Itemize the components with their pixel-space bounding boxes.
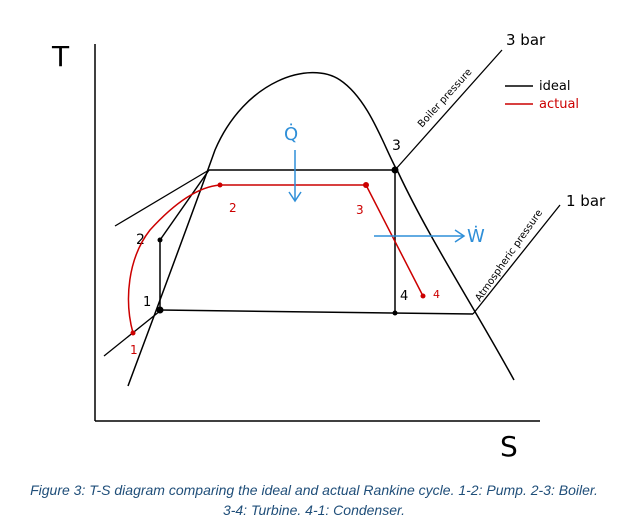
- ts-diagram: T S 3 bar 1 bar Boiler pressure Atmosphe…: [51, 31, 606, 463]
- x-axis-label: S: [500, 430, 518, 463]
- heat-symbol: Q̇: [284, 124, 298, 145]
- actual-point-4: [420, 293, 426, 299]
- actual-label-4: 4: [433, 288, 440, 301]
- boiler-pressure-label: Boiler pressure: [416, 67, 474, 130]
- atmospheric-pressure-line-upper: [472, 204, 561, 315]
- heat-input-arrow: [288, 150, 302, 203]
- actual-point-2: [217, 182, 223, 188]
- ideal-point-4: [392, 310, 398, 316]
- work-symbol: Ẇ: [467, 226, 485, 247]
- actual-label-1: 1: [130, 343, 138, 357]
- low-pressure-value: 1 bar: [566, 192, 606, 210]
- ideal-point-1: [156, 306, 164, 314]
- actual-label-3: 3: [356, 203, 364, 217]
- saturation-dome: [127, 72, 515, 387]
- ideal-cycle: [159, 169, 474, 315]
- actual-pump-and-preheat: [127, 184, 221, 334]
- actual-cycle: [127, 184, 424, 334]
- figure-caption: Figure 3: T-S diagram comparing the idea…: [30, 482, 598, 518]
- legend-actual-label: actual: [539, 97, 579, 112]
- ideal-label-3: 3: [392, 138, 401, 154]
- y-axis-label: T: [51, 40, 70, 73]
- actual-state-points: [130, 182, 426, 336]
- actual-turbine: [365, 184, 424, 297]
- ideal-condenser: [159, 309, 474, 315]
- work-output-arrow: [374, 229, 466, 243]
- actual-point-3: [363, 182, 369, 188]
- ideal-point-2: [157, 237, 163, 243]
- ideal-state-points: [156, 166, 399, 316]
- ideal-label-4: 4: [400, 289, 408, 304]
- legend-ideal-label: ideal: [539, 79, 570, 94]
- axes: [94, 44, 540, 422]
- ideal-label-1: 1: [143, 295, 151, 310]
- atmospheric-pressure-label: Atmospheric pressure: [473, 208, 545, 304]
- actual-label-2: 2: [229, 201, 237, 215]
- ideal-label-2: 2: [136, 232, 145, 248]
- boiler-pressure-line: [114, 169, 210, 227]
- ideal-point-3: [391, 166, 399, 174]
- boiler-pressure-line-upper: [394, 49, 503, 171]
- actual-point-1: [130, 330, 136, 336]
- ideal-preheat: [159, 169, 210, 241]
- legend: ideal actual: [505, 79, 579, 112]
- high-pressure-value: 3 bar: [506, 31, 546, 49]
